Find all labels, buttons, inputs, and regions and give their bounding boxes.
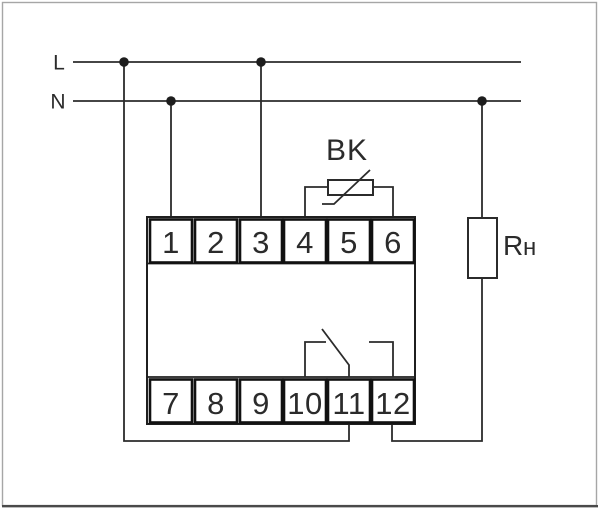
sensor-bk-label: BK — [326, 134, 368, 167]
power-bus-l: L — [53, 52, 521, 75]
sensor-lead-right — [373, 186, 394, 220]
terminal-12-box — [370, 378, 416, 424]
terminal-3: 3 — [238, 218, 284, 264]
terminal-11: 11 — [326, 378, 372, 424]
terminal-6-label: 6 — [384, 225, 402, 260]
load-resistor-symbol: R н — [467, 217, 536, 279]
terminal-10-box — [282, 378, 328, 424]
contact-fixed-right — [369, 341, 394, 377]
branch-wires — [123, 62, 483, 442]
terminal-8-label: 8 — [207, 386, 225, 421]
terminal-7-label: 7 — [162, 386, 180, 421]
terminal-10: 10 — [282, 378, 328, 424]
junction-dots — [119, 57, 487, 106]
terminal-3-box — [238, 218, 284, 264]
contact-blade — [321, 328, 350, 377]
wire-load-to-terminal-12 — [391, 277, 483, 442]
terminal-10-label: 10 — [287, 386, 322, 421]
l-bus-label: L — [53, 52, 65, 75]
terminal-11-box — [326, 378, 372, 424]
junction-dot-l-mid — [256, 57, 266, 67]
n-bus-label: N — [50, 91, 65, 114]
terminal-2: 2 — [193, 218, 239, 264]
thermistor-diagonal — [322, 169, 371, 205]
junction-dot-n-left — [166, 96, 176, 106]
terminal-9: 9 — [238, 378, 284, 424]
terminal-6: 6 — [370, 218, 416, 264]
terminal-4-label: 4 — [296, 225, 314, 260]
wire-l-to-terminal-11 — [123, 62, 350, 442]
terminal-1-label: 1 — [162, 225, 180, 260]
terminal-7-box — [148, 378, 194, 424]
junction-dot-l-left — [119, 57, 129, 67]
terminal-6-box — [370, 218, 416, 264]
terminal-7: 7 — [148, 378, 194, 424]
junction-dot-n-right — [477, 96, 487, 106]
terminal-5-label: 5 — [340, 225, 358, 260]
terminal-3-label: 3 — [252, 225, 270, 260]
terminal-12: 12 — [370, 378, 416, 424]
terminal-11-label: 11 — [332, 386, 365, 421]
terminal-5: 5 — [326, 218, 372, 264]
terminal-9-box — [238, 378, 284, 424]
terminal-8-box — [193, 378, 239, 424]
sensor-bk-symbol: BK — [304, 134, 394, 220]
terminal-1-box — [148, 218, 194, 264]
terminal-5-box — [326, 218, 372, 264]
terminal-4-box — [282, 218, 328, 264]
terminal-row-top: 1 2 3 4 5 6 — [148, 218, 416, 264]
power-bus-n: N — [50, 91, 521, 114]
load-label-main: R — [503, 230, 523, 261]
contact-fixed-left — [304, 341, 326, 377]
relay-contact-symbol — [304, 328, 394, 377]
terminal-9-label: 9 — [252, 386, 270, 421]
terminal-2-box — [193, 218, 239, 264]
resistor-body — [467, 217, 498, 279]
terminal-2-label: 2 — [207, 225, 225, 260]
sensor-lead-left — [304, 186, 328, 220]
terminal-row-bottom: 7 8 9 10 11 12 — [148, 378, 416, 424]
terminal-8: 8 — [193, 378, 239, 424]
terminal-12-label: 12 — [375, 386, 410, 421]
load-label-sub: н — [523, 234, 536, 261]
terminal-1: 1 — [148, 218, 194, 264]
terminal-4: 4 — [282, 218, 328, 264]
